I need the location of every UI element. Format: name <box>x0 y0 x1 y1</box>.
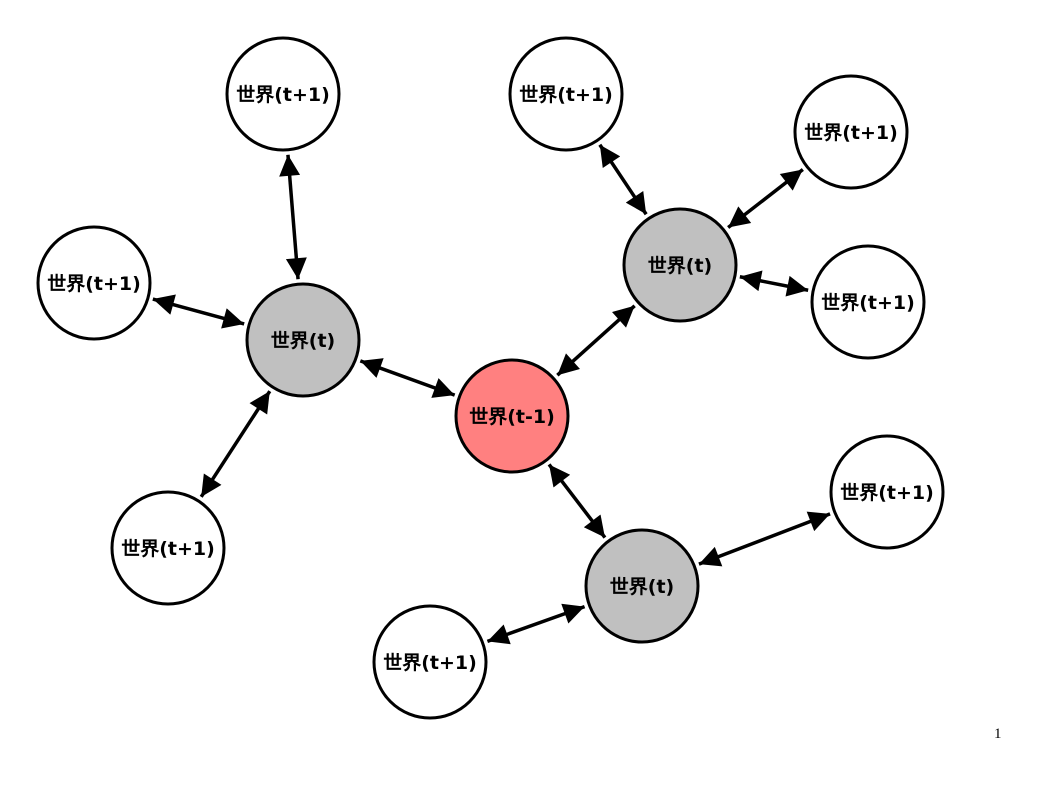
double-arrow-root-t-c <box>547 463 607 539</box>
node-circle <box>110 490 226 606</box>
node-label: 世界(t-1) <box>469 406 555 428</box>
node-t-b: 世界(t) <box>622 207 738 323</box>
node-c1: 世界(t+1) <box>829 434 945 550</box>
node-label: 世界(t) <box>271 330 335 352</box>
node-label: 世界(t) <box>610 576 674 598</box>
node-b2: 世界(t+1) <box>793 74 909 190</box>
double-arrow-t-a-a2 <box>152 294 245 329</box>
node-b1: 世界(t+1) <box>508 36 624 152</box>
node-circle <box>793 74 909 190</box>
node-a3: 世界(t+1) <box>110 490 226 606</box>
double-arrow-t-b-b3 <box>739 270 809 297</box>
node-label: 世界(t) <box>648 255 712 277</box>
node-label: 世界(t+1) <box>236 84 330 106</box>
node-circle <box>508 36 624 152</box>
node-label: 世界(t+1) <box>840 482 934 504</box>
node-label: 世界(t+1) <box>383 652 477 674</box>
node-a2: 世界(t+1) <box>36 225 152 341</box>
double-arrow-t-c-c2 <box>486 603 586 645</box>
node-c2: 世界(t+1) <box>372 604 488 720</box>
node-t-c: 世界(t) <box>584 528 700 644</box>
node-t-a: 世界(t) <box>245 282 361 398</box>
node-b3: 世界(t+1) <box>810 244 926 360</box>
node-circle <box>225 36 341 152</box>
double-arrow-t-a-a1 <box>279 154 307 280</box>
node-circle <box>622 207 738 323</box>
node-circle <box>829 434 945 550</box>
node-circle <box>372 604 488 720</box>
node-a1: 世界(t+1) <box>225 36 341 152</box>
node-label: 世界(t+1) <box>519 84 613 106</box>
node-label: 世界(t+1) <box>804 122 898 144</box>
node-circle <box>245 282 361 398</box>
double-arrow-t-a-a3 <box>199 390 272 498</box>
double-arrow-root-t-a <box>359 358 456 398</box>
double-arrow-t-c-c1 <box>698 511 831 567</box>
node-circle <box>584 528 700 644</box>
node-root: 世界(t-1) <box>454 358 570 474</box>
page-number: 1 <box>994 726 1002 742</box>
double-arrow-root-t-b <box>556 304 636 377</box>
node-label: 世界(t+1) <box>47 273 141 295</box>
node-circle <box>454 358 570 474</box>
node-circle <box>36 225 152 341</box>
node-circle <box>810 244 926 360</box>
double-arrow-t-b-b2 <box>727 168 804 229</box>
double-arrow-t-b-b1 <box>598 143 648 216</box>
node-label: 世界(t+1) <box>121 538 215 560</box>
node-label: 世界(t+1) <box>821 292 915 314</box>
